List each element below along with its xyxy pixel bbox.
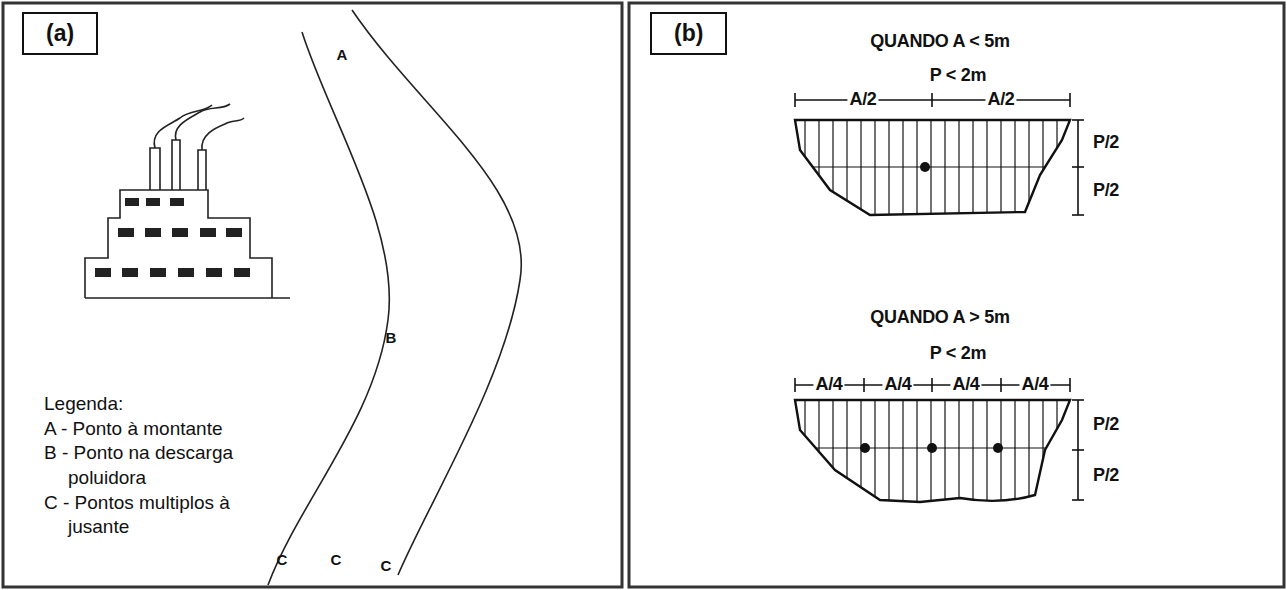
point-letter: B: [386, 330, 397, 347]
river-bank: [268, 32, 389, 585]
dimension-label: A/4: [1019, 375, 1050, 395]
legend-entry: B - Ponto na descarga poluidora: [44, 441, 289, 490]
dimension-label: A/4: [813, 375, 844, 395]
dimension-label: A/2: [985, 90, 1016, 110]
dimension-label: P/2: [1093, 133, 1119, 153]
factory-windows: [95, 198, 250, 277]
factory-illustration: [85, 104, 290, 298]
point-letter: C: [381, 558, 392, 575]
dimension-line: [795, 93, 1084, 215]
legend-entry: A - Ponto à montante: [44, 417, 289, 442]
dimension-label: A/4: [950, 375, 981, 395]
panel-frame: [3, 3, 622, 587]
panel-label-box: (a): [22, 12, 98, 55]
legend-entry: C - Pontos multiplos à jusante: [44, 491, 289, 540]
legend-title: Legenda:: [44, 392, 289, 417]
panel-label-box: (b): [650, 12, 727, 55]
legend: Legenda:A - Ponto à montanteB - Ponto na…: [44, 392, 289, 540]
panel-label: (a): [46, 20, 74, 47]
panel-frame: [629, 3, 1284, 587]
dimension-label: P/2: [1093, 181, 1119, 201]
point-letter: C: [277, 552, 288, 569]
condition-text: P < 2m: [930, 344, 986, 364]
panel-label: (b): [674, 20, 703, 47]
dimension-label: P/2: [1093, 415, 1119, 435]
dimension-label: P/2: [1093, 466, 1119, 486]
condition-text: QUANDO A < 5m: [870, 32, 1009, 52]
condition-text: QUANDO A > 5m: [870, 308, 1009, 328]
point-letter: A: [337, 47, 348, 64]
dimension-label: A/4: [882, 375, 913, 395]
condition-text: P < 2m: [930, 66, 986, 86]
river-bank: [352, 10, 521, 575]
point-letter: C: [331, 552, 342, 569]
dimension-line: [795, 378, 1084, 500]
cross-section: [790, 395, 1080, 510]
cross-section: [790, 115, 1080, 225]
dimension-label: A/2: [847, 90, 878, 110]
